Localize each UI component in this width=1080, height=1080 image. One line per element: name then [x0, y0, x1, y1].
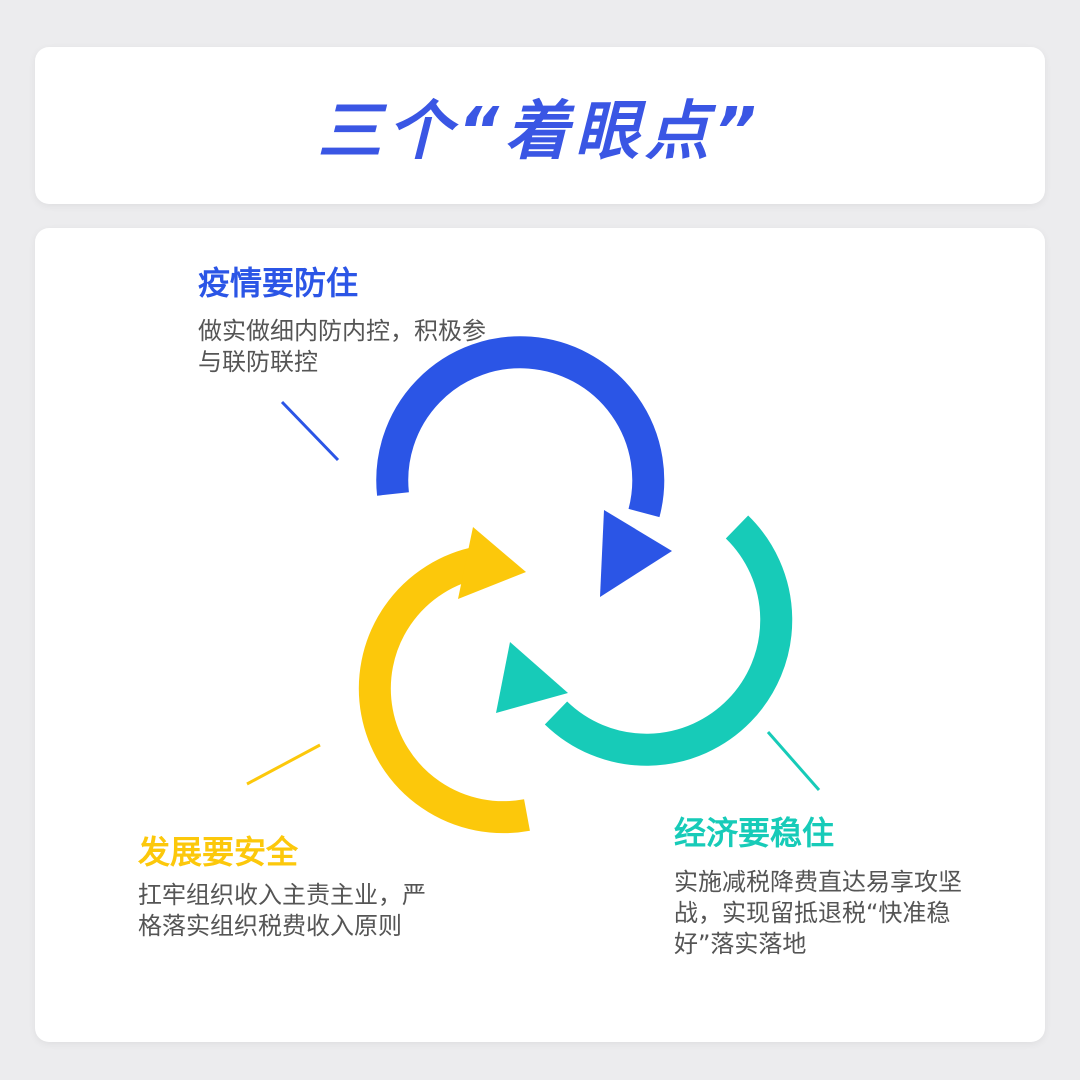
item-desc-epidemic: 做实做细内防内控，积极参 与联防联控: [198, 317, 486, 376]
blue-cycle-arrow: [376, 336, 672, 597]
item-desc-security: 扛牢组织收入主责主业，严 格落实组织税费收入原则: [138, 881, 426, 940]
yellow-connector-line: [246, 743, 321, 786]
item-title-epidemic: 疫情要防住: [198, 264, 359, 302]
title-card: 三个“着眼点”: [35, 47, 1045, 204]
item-title-security: 发展要安全: [138, 833, 299, 871]
teal-cycle-arrow: [496, 515, 793, 766]
blue-connector-line: [280, 400, 340, 462]
teal-connector-line: [766, 731, 821, 791]
yellow-cycle-arrow: [358, 527, 530, 834]
page-title: 三个“着眼点”: [317, 94, 763, 169]
item-desc-economy: 实施减税降费直达易享攻坚 战，实现留抵退税“快准稳 好”落实落地: [674, 868, 962, 958]
item-title-economy: 经济要稳住: [674, 814, 835, 852]
